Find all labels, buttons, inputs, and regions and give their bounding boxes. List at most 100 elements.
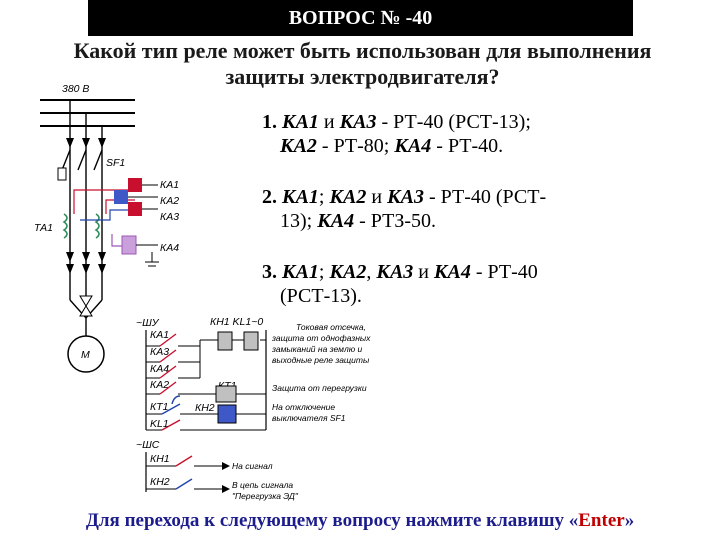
note-overload: Защита от перегрузки — [272, 383, 367, 393]
coil-label-kn2: КН2 — [195, 402, 215, 414]
note-trip-2: выключателя SF1 — [272, 413, 346, 423]
question-line-1: Какой тип реле может быть использован дл… — [73, 38, 652, 63]
hint-quote-left: « — [568, 510, 579, 531]
answer-text: (РСТ-13). — [280, 285, 362, 307]
answer-number: 3. — [262, 261, 277, 283]
kn2-signal-contact — [175, 478, 193, 490]
answer-text: ; — [318, 261, 330, 283]
signal-arrow-1 — [222, 462, 230, 470]
motor-label: М — [81, 349, 90, 361]
answer-text: , — [366, 261, 377, 283]
note-overload-signal-2: "Перегрузка ЭД" — [232, 491, 299, 501]
note-protection-1: Токовая отсечка, — [296, 322, 366, 332]
relay-label-ka1: КА1 — [160, 179, 179, 191]
hint-text: Для перехода к следующему вопросу нажмит… — [85, 510, 569, 531]
question-line-2: защиты электродвигателя? — [225, 64, 500, 89]
contact-wires — [146, 339, 266, 431]
coil-kt1 — [215, 385, 237, 403]
breaker-label: SF1 — [106, 157, 125, 169]
answer-text: - РТЗ-50. — [354, 210, 437, 232]
relay-label-ka2: КА2 — [160, 195, 179, 207]
contact-label-kl1: KL1 — [150, 418, 169, 430]
control-bus-label: ~ШУ — [136, 317, 160, 329]
relay-ref: КА1 — [282, 111, 319, 133]
current-transformers — [62, 213, 100, 239]
answer-option-1[interactable]: 1. КА1 и КА3 - РТ-40 (РСТ-13); КА2 - РТ-… — [262, 110, 692, 158]
note-protection-4: выходные реле защиты — [272, 355, 370, 365]
signal-arrow-2 — [222, 485, 230, 493]
note-overload-signal-1: В цепь сигнала — [232, 480, 293, 490]
relay-ref: КА2 — [329, 261, 367, 283]
breaker-arrows — [66, 138, 106, 148]
power-busbars — [40, 99, 135, 127]
answer-number: 2. — [262, 186, 277, 208]
contact-label-ka2: КА2 — [150, 379, 169, 391]
answer-text: и — [413, 261, 434, 283]
kl1-contact — [161, 419, 181, 431]
relay-ref: КА4 — [394, 135, 432, 157]
question-text: Какой тип реле может быть использован дл… — [30, 38, 695, 90]
contact-label-kt1: КТ1 — [150, 401, 168, 413]
answer-option-2[interactable]: 2. КА1; КА2 и КА3 - РТ-40 (РСТ- 13); КА4… — [262, 185, 692, 233]
answer-text: - РТ-40. — [431, 135, 504, 157]
relay-taps — [128, 184, 159, 267]
relay-ref: КА4 — [433, 261, 471, 283]
relay-ref: КА2 — [280, 135, 317, 157]
hint-quote-right: » — [624, 510, 635, 531]
kt1-contact — [161, 403, 181, 415]
note-protection-2: защита от однофазных — [271, 333, 371, 343]
relay-label-ka3: КА3 — [160, 211, 179, 223]
next-question-hint: Для перехода к следующему вопросу нажмит… — [0, 510, 720, 532]
relay-ref: КА4 — [317, 210, 355, 232]
answer-text: - РТ-40 — [470, 261, 538, 283]
contact-label-ka1: КА1 — [150, 329, 169, 341]
coil-kn2 — [217, 404, 237, 424]
lower-arrows — [66, 252, 106, 274]
question-number-banner: ВОПРОС № -40 — [88, 0, 633, 36]
relay-ref: КА3 — [376, 261, 414, 283]
note-protection-3: замыканий на землю и — [271, 344, 363, 354]
kn1-signal-contact — [175, 455, 193, 467]
contact-label-ka4: КА4 — [150, 363, 169, 375]
relay-ref: КА2 — [329, 186, 367, 208]
answer-text: - РТ-40 (РСТ-13); — [376, 111, 531, 133]
relay-ref: КА1 — [282, 261, 319, 283]
answer-text: - РТ-40 (РСТ- — [423, 186, 547, 208]
note-trip-1: На отключение — [272, 402, 335, 412]
answer-text: 13); — [280, 210, 318, 232]
ct-wiring-blue — [80, 209, 135, 221]
enter-key-label: Enter — [578, 510, 625, 531]
relay-coil-ka3 — [128, 202, 142, 216]
relay-coil-ka2 — [114, 190, 128, 204]
relay-coil-ka1 — [128, 178, 142, 192]
breaker-trip-box — [57, 167, 67, 181]
coil-kn1 — [217, 331, 233, 351]
note-signal: На сигнал — [232, 461, 273, 471]
contact-label-ka3: КА3 — [150, 346, 169, 358]
voltage-label: 380 В — [62, 83, 89, 95]
answer-text: и — [318, 111, 340, 133]
coil-label-kn1-kl1: КН1 KL1~0 — [210, 316, 263, 328]
answer-text: и — [366, 186, 388, 208]
motor-symbol — [67, 335, 105, 373]
signal-wires — [146, 465, 222, 490]
answer-number: 1. — [262, 111, 277, 133]
phase-conductors — [61, 100, 103, 300]
timer-mark — [171, 395, 181, 405]
answer-text: ; — [318, 186, 330, 208]
answer-text: - РТ-80; — [316, 135, 395, 157]
cable-triangle-bottom — [79, 305, 93, 317]
coil-kl1 — [243, 331, 259, 351]
relay-ref: КА3 — [339, 111, 377, 133]
signal-label-kn2: КН2 — [150, 476, 170, 488]
ct-label: ТА1 — [34, 222, 53, 234]
signal-bus-label: ~ШС — [136, 439, 160, 451]
relay-ref: КА3 — [387, 186, 424, 208]
relay-contacts — [159, 333, 177, 395]
relay-label-ka4: КА4 — [160, 242, 179, 254]
relay-coil-ka4 — [121, 235, 137, 255]
signal-label-kn1: КН1 — [150, 453, 170, 465]
cable-triangle-top — [79, 295, 93, 307]
answer-option-3[interactable]: 3. КА1; КА2, КА3 и КА4 - РТ-40 (РСТ-13). — [262, 260, 692, 308]
